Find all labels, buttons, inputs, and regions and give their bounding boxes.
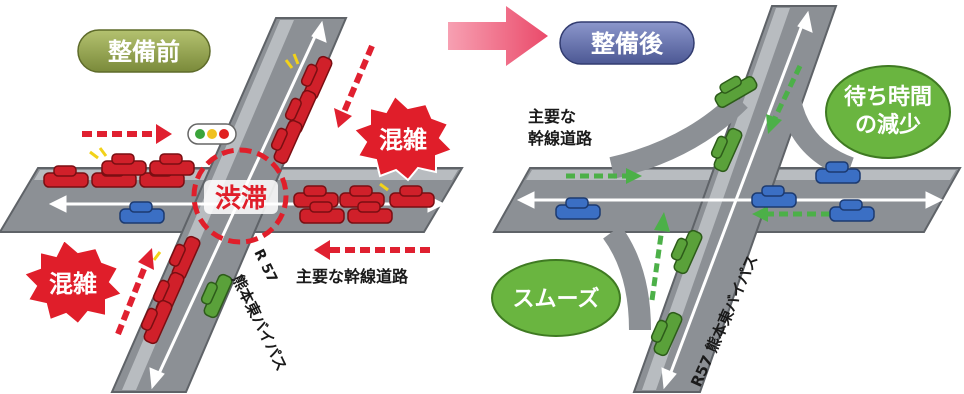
wait-line2: の減少 (855, 113, 921, 138)
congestion-arrows (82, 44, 430, 336)
after-road-arrows (516, 10, 944, 390)
ramp-northwest (609, 92, 748, 179)
after-title-pill: 整備後 (559, 21, 695, 65)
traffic-light-icon (187, 123, 237, 145)
before-bypass-label: 熊本東バイパス (228, 272, 290, 374)
jam-label: 渋滞 (215, 184, 267, 214)
smooth-flow-arrows (566, 64, 830, 301)
smooth-label: スムーズ (513, 286, 600, 312)
before-bypass-route: R 57 (250, 247, 280, 286)
transition-arrow-icon (448, 6, 548, 66)
wait-line1: 待ち時間 (844, 84, 932, 110)
before-arterial-label: 主要な幹線道路 (296, 267, 409, 286)
congestion-burst-bottom: 混雑 (22, 238, 124, 326)
congestion-burst-top: 混雑 (352, 94, 454, 182)
before-panel: 整備前 (0, 17, 464, 393)
after-title: 整備後 (591, 30, 664, 58)
horn-marks (89, 53, 389, 261)
congestion-label-top: 混雑 (379, 126, 427, 154)
ramp-southwest (602, 225, 651, 331)
red-cars-west (43, 153, 195, 188)
after-arterial-label-line1: 主要な (528, 107, 576, 126)
congestion-label-bottom: 混雑 (49, 270, 97, 298)
after-panel: 整備後 主要な 幹線道路 待ち時間 の減少 スムーズ R57 熊本東バイパス (491, 5, 962, 393)
wait-time-badge: 待ち時間 の減少 (825, 65, 951, 159)
before-title: 整備前 (108, 38, 180, 66)
smooth-badge: スムーズ (491, 259, 621, 337)
before-title-pill: 整備前 (77, 29, 211, 73)
after-arterial-label-line2: 幹線道路 (528, 129, 593, 148)
jam-marker: 渋滞 (191, 147, 289, 245)
